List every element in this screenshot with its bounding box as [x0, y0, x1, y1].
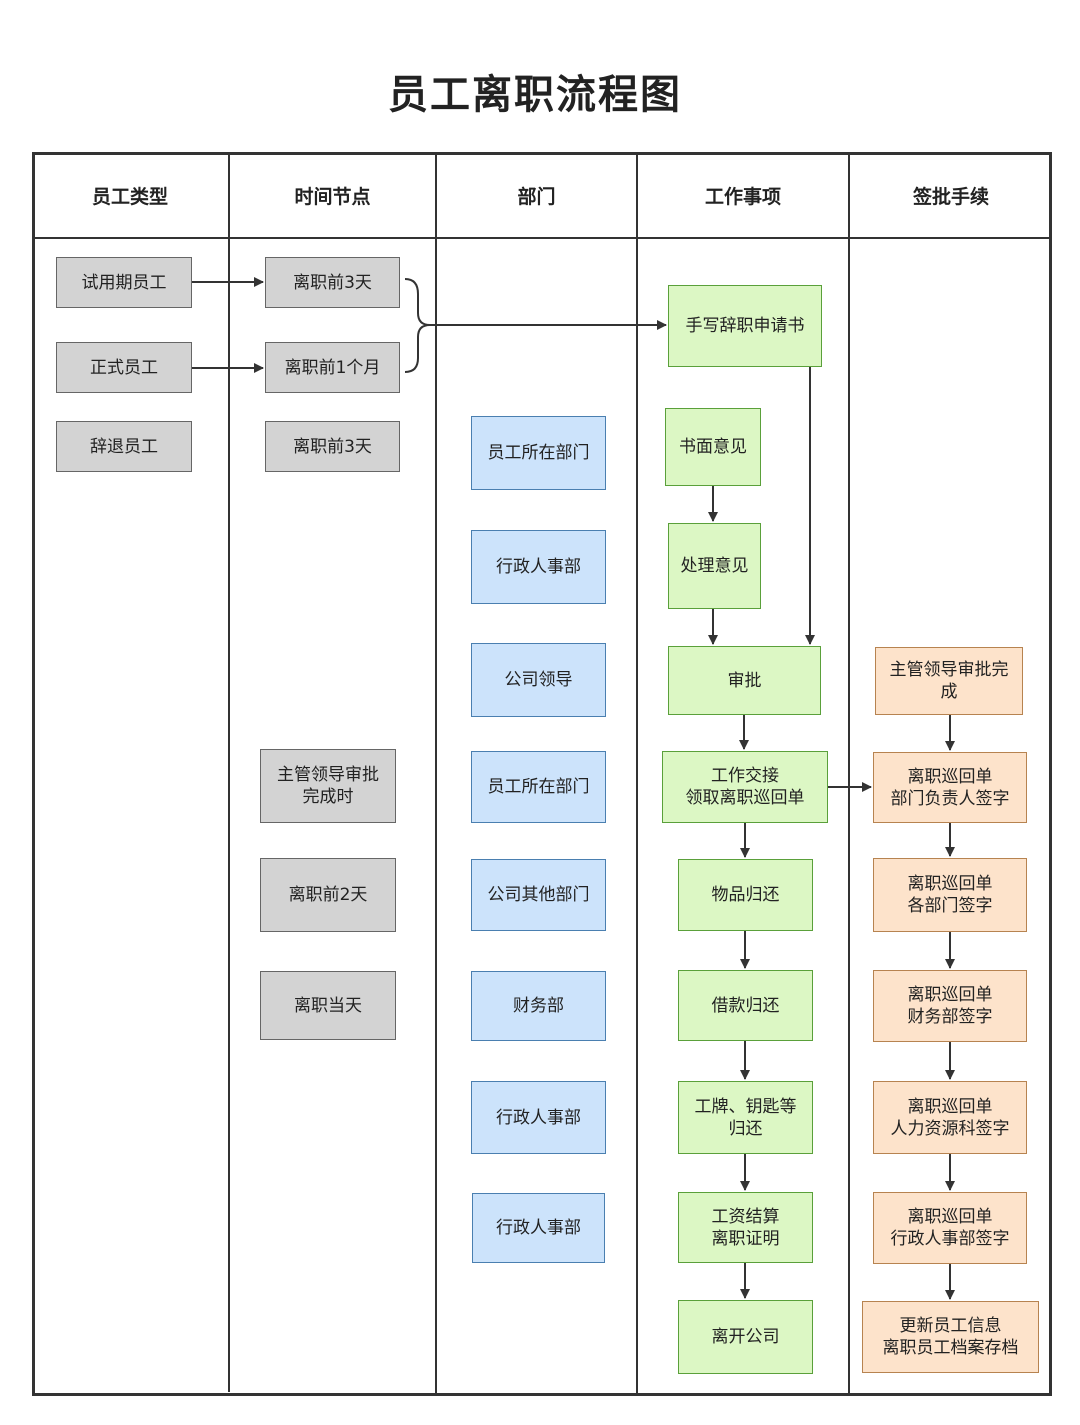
column-header-time-node: 时间节点	[294, 186, 371, 208]
work-item-approval: 审批	[668, 646, 821, 715]
department: 员工所在部门	[471, 751, 606, 823]
column-header-employee-type: 员工类型	[91, 186, 168, 208]
approval-step: 离职巡回单 行政人事部签字	[873, 1192, 1027, 1264]
work-item-salary-settlement: 工资结算 离职证明	[678, 1192, 813, 1263]
header-divider	[32, 237, 1052, 239]
work-item-return-badge-keys: 工牌、钥匙等 归还	[678, 1081, 813, 1154]
work-item-handling-opinion: 处理意见	[668, 523, 761, 609]
column-divider	[848, 152, 850, 1396]
work-item-resignation-letter: 手写辞职申请书	[668, 285, 822, 367]
column-divider	[228, 152, 230, 1392]
work-item-return-items: 物品归还	[678, 859, 813, 931]
time-node: 离职前1个月	[265, 342, 400, 393]
employee-type-dismissed: 辞退员工	[56, 421, 192, 472]
approval-step: 离职巡回单 各部门签字	[873, 858, 1027, 932]
approval-step: 离职巡回单 部门负责人签字	[873, 752, 1027, 823]
approval-step: 离职巡回单 财务部签字	[873, 970, 1027, 1042]
department: 公司其他部门	[471, 859, 606, 931]
time-node: 主管领导审批 完成时	[260, 749, 396, 823]
department: 行政人事部	[471, 1081, 606, 1154]
page-title: 员工离职流程图	[388, 72, 682, 118]
work-item-repay-loan: 借款归还	[678, 970, 813, 1041]
time-node: 离职当天	[260, 971, 396, 1040]
department: 公司领导	[471, 643, 606, 717]
employee-type-probation: 试用期员工	[56, 257, 192, 308]
work-item-written-opinion: 书面意见	[665, 408, 761, 486]
time-node: 离职前3天	[265, 421, 400, 472]
column-header-work-item: 工作事项	[704, 186, 781, 208]
work-item-handover: 工作交接 领取离职巡回单	[662, 751, 828, 823]
approval-step: 离职巡回单 人力资源科签字	[873, 1081, 1027, 1154]
column-header-department: 部门	[517, 186, 556, 208]
column-divider	[636, 152, 638, 1396]
time-node: 离职前3天	[265, 257, 400, 308]
time-node: 离职前2天	[260, 858, 396, 932]
approval-step: 更新员工信息 离职员工档案存档	[862, 1301, 1039, 1373]
department: 员工所在部门	[471, 416, 606, 490]
flowchart-frame	[32, 152, 1052, 1396]
employee-type-regular: 正式员工	[56, 342, 192, 393]
column-header-approval: 签批手续	[912, 186, 989, 208]
department: 行政人事部	[472, 1193, 605, 1263]
department: 财务部	[471, 971, 606, 1041]
department: 行政人事部	[471, 530, 606, 604]
column-divider	[435, 152, 437, 1396]
work-item-leave-company: 离开公司	[678, 1300, 813, 1374]
approval-step: 主管领导审批完 成	[875, 647, 1023, 715]
